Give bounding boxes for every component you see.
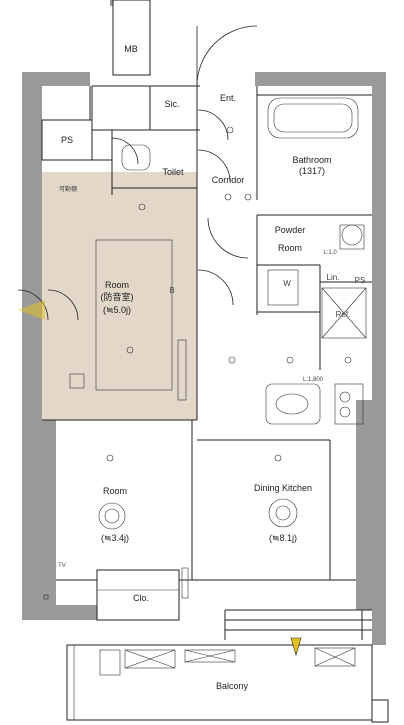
label-sic: Sic.: [164, 99, 179, 109]
label-clo: Clo.: [133, 593, 149, 603]
label-b: B: [169, 286, 174, 295]
label-tv: TV: [58, 563, 66, 569]
interior-walls: [41, 85, 372, 640]
label-lin: Lin.: [327, 273, 340, 282]
label-corridor: Corridor: [212, 175, 245, 185]
label-balcony: Balcony: [216, 681, 249, 691]
label-soundproof-room: Room: [105, 280, 129, 290]
label-w: W: [283, 279, 291, 288]
label-toilet: Toilet: [162, 167, 184, 177]
label-lh-kitchen: L:1,800: [303, 377, 324, 383]
label-ent: Ent.: [220, 93, 236, 103]
ceiling-lights: [98, 126, 352, 530]
room-labels: MB PS Sic. Ent. Toilet Corridor Bathroom…: [58, 44, 365, 691]
label-soundproof-size: (≒5.0j): [103, 305, 131, 315]
label-ref: Ref.: [336, 310, 351, 319]
entry-marker: [18, 300, 45, 320]
fixtures: [43, 97, 367, 600]
label-dining-kitchen: Dining Kitchen: [254, 483, 312, 493]
direction-arrow: [290, 637, 302, 657]
label-ps-right: PS: [355, 276, 366, 285]
label-bathroom-size: (1317): [299, 166, 325, 176]
balcony-area: [66, 644, 389, 723]
label-kadouwaku: 可動棚: [59, 185, 77, 193]
soundproof-room-area: [42, 172, 197, 420]
exterior-walls: [22, 0, 386, 645]
label-soundproof-note: (防音室): [101, 291, 134, 302]
label-room: Room: [103, 486, 127, 496]
label-ps-left: PS: [61, 135, 73, 145]
doors: [17, 25, 258, 321]
label-dining-kitchen-size: (≒8.1j): [269, 533, 297, 543]
label-lh-bath: L:1.0: [323, 250, 337, 256]
label-powder-1: Powder: [275, 225, 306, 235]
label-mb: MB: [124, 44, 138, 54]
label-room-size: (≒3.4j): [101, 533, 129, 543]
label-bathroom: Bathroom: [292, 155, 331, 165]
label-powder-2: Room: [278, 243, 302, 253]
